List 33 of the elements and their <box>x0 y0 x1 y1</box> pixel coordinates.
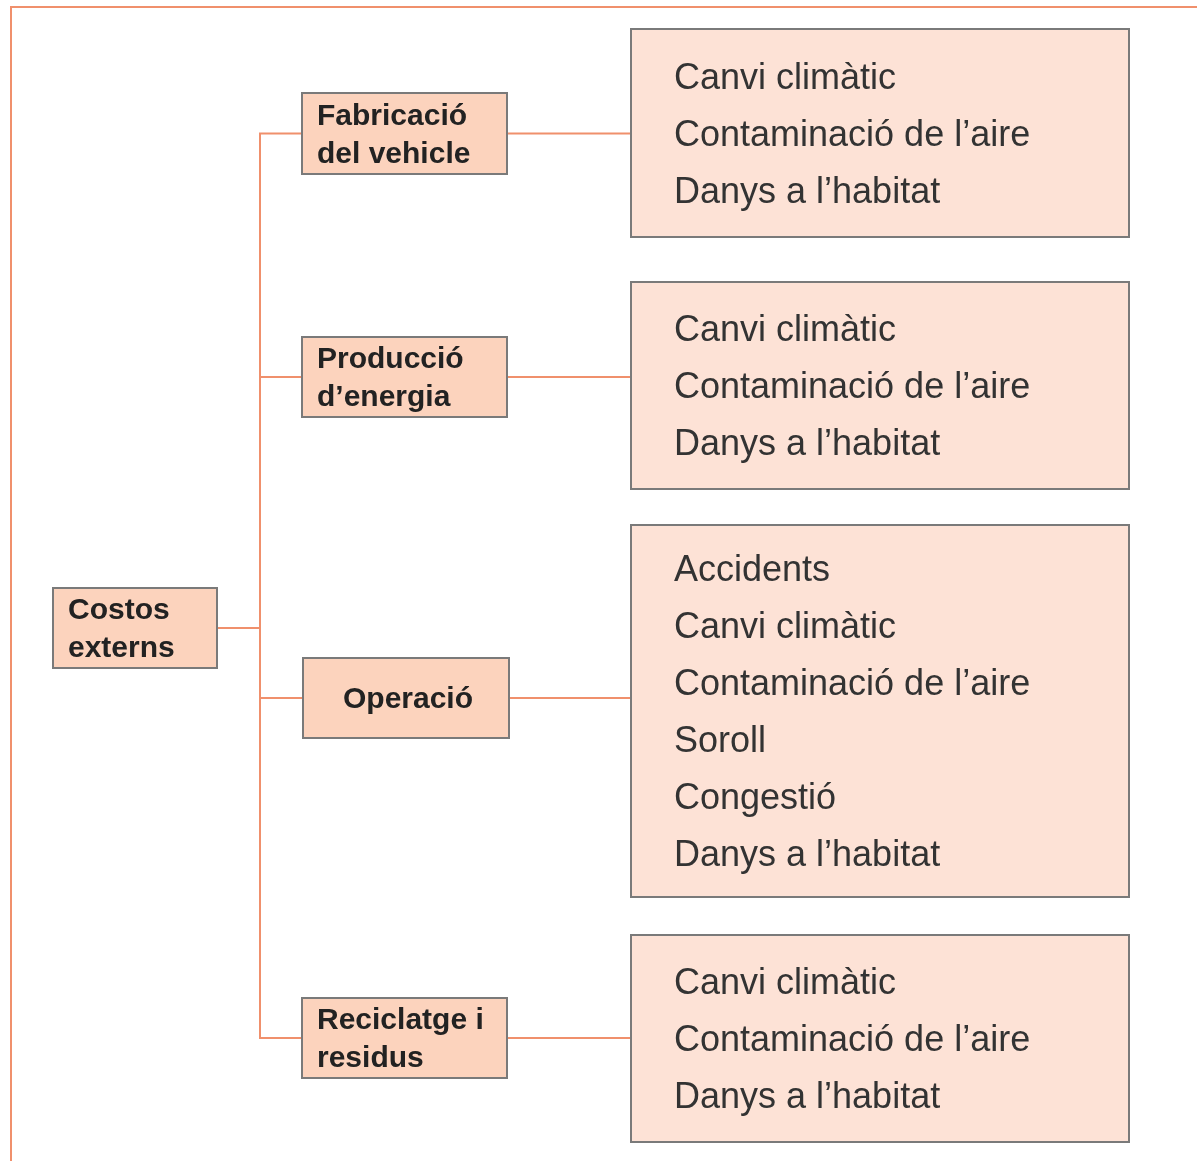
impact-item: Contaminació de l’aire <box>674 661 1032 705</box>
impact-item: Danys a l’habitat <box>674 168 942 213</box>
category-label: Producció d’energia <box>317 340 465 414</box>
impact-item: Canvi climàtic <box>674 604 898 648</box>
connector-line <box>507 1037 631 1039</box>
impact-item: Accidents <box>674 547 832 591</box>
category-label: Costos externs <box>68 591 176 665</box>
impact-item: Contaminació de l’aire <box>674 1017 1032 1061</box>
impact-list-box <box>630 524 1130 898</box>
impact-list-box <box>630 934 1130 1143</box>
impact-item: Canvi climàtic <box>674 307 898 351</box>
impact-item: Contaminació de l’aire <box>674 111 1032 156</box>
category-label: Reciclatge i residus <box>317 1001 485 1075</box>
impact-item: Danys a l’habitat <box>674 421 942 465</box>
category-label: Operació <box>342 680 474 716</box>
impact-list-box <box>630 28 1130 238</box>
impact-list-box <box>630 281 1130 490</box>
connector-line <box>507 376 631 378</box>
category-box <box>301 92 508 175</box>
impact-item: Contaminació de l’aire <box>674 364 1032 408</box>
impact-item: Canvi climàtic <box>674 54 898 99</box>
category-box <box>302 657 510 739</box>
impact-item: Soroll <box>674 718 768 762</box>
category-label: Fabricació del vehicle <box>317 96 472 171</box>
category-box <box>301 336 508 418</box>
impact-item: Congestió <box>674 775 838 819</box>
connector-line <box>507 132 631 135</box>
category-box <box>52 587 218 669</box>
category-box <box>301 997 508 1079</box>
impact-item: Danys a l’habitat <box>674 832 942 876</box>
impact-item: Danys a l’habitat <box>674 1074 942 1118</box>
connector-line <box>509 697 631 699</box>
impact-item: Canvi climàtic <box>674 960 898 1004</box>
